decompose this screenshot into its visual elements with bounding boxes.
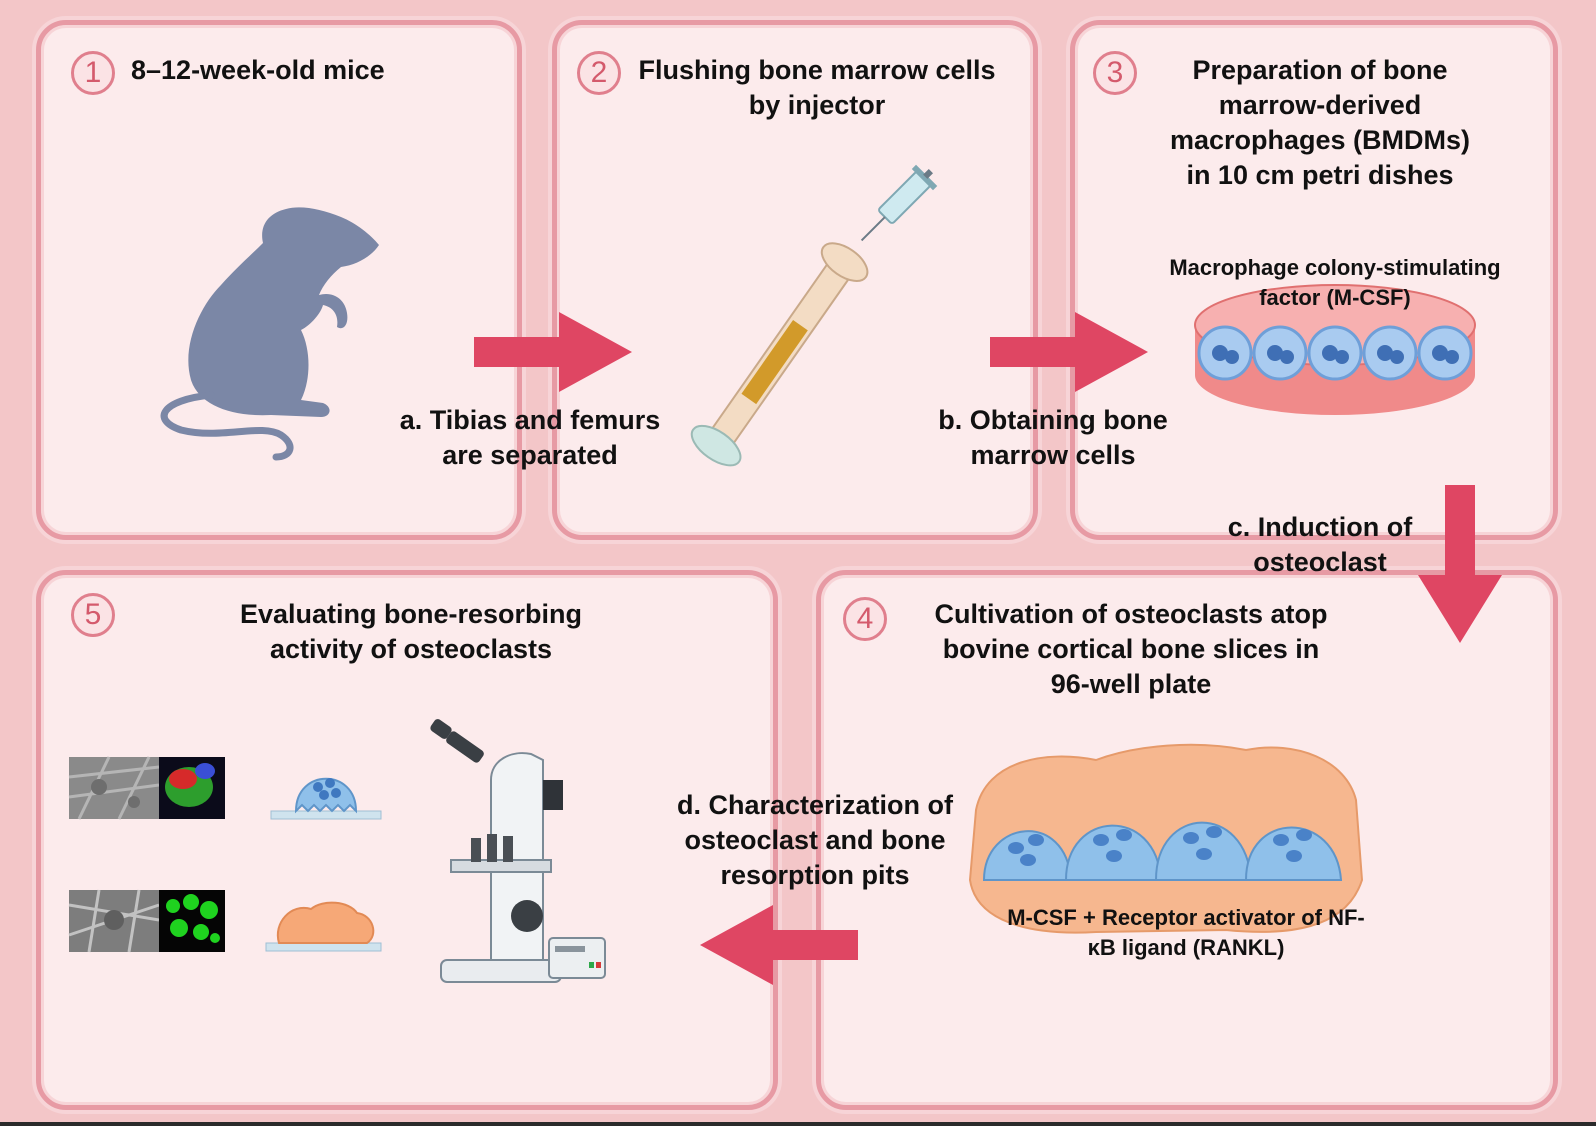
- resorption-pit-icon: [265, 901, 382, 952]
- panel-5-title: Evaluating bone-resorbing activity of os…: [239, 599, 583, 664]
- bone-slice-icon: [968, 743, 1364, 934]
- step-number-4: 4: [843, 597, 887, 641]
- step-c-label: c. Induction of osteoclast: [1227, 512, 1413, 577]
- sem-image-icon: [68, 756, 160, 820]
- panel-4-title: Cultivation of osteoclasts atop bovine c…: [934, 599, 1328, 699]
- step-d-label: d. Characterization of osteoclast and bo…: [676, 790, 954, 890]
- panel-3-title: Preparation of bone marrow-derived macro…: [1169, 55, 1471, 190]
- arrow-d: [700, 905, 858, 985]
- mouse-icon: [160, 207, 379, 461]
- step-number-1: 1: [71, 51, 115, 95]
- mcsf-label: Macrophage colony-stimulating factor (M-…: [1169, 255, 1501, 310]
- step-a-label: a. Tibias and femurs are separated: [399, 405, 661, 470]
- arrow-c: [1418, 485, 1502, 643]
- syringe-icon: [860, 164, 938, 242]
- fluorescence-image-icon: [159, 757, 225, 819]
- panel-1-title: 8–12-week-old mice: [131, 55, 385, 85]
- step-b-label: b. Obtaining bone marrow cells: [938, 405, 1168, 470]
- osteoclast-icon: [270, 777, 382, 820]
- panel-evaluation: 5 Evaluating bone-resorbing activity of …: [36, 570, 778, 1110]
- step-number-5: 5: [71, 593, 115, 637]
- panel-mice: 1 8–12-week-old mice: [36, 20, 522, 540]
- sem-image-icon: [68, 889, 160, 953]
- fluorescence-image-icon: [159, 890, 225, 952]
- panel-cultivation: 4 Cultivation of osteoclasts atop bovine…: [816, 570, 1558, 1110]
- step-number-3: 3: [1093, 51, 1137, 95]
- arrow-b: [990, 312, 1148, 392]
- panel-2-title: Flushing bone marrow cells by injector: [638, 55, 996, 120]
- macrophage-cells: [1197, 325, 1473, 381]
- bottom-border: [0, 1122, 1596, 1126]
- panel-flushing: 2 Flushing bone marrow cells by injector: [552, 20, 1038, 540]
- step-number-2: 2: [577, 51, 621, 95]
- panel-bmdm: 3 Preparation of bone marrow-derived mac…: [1070, 20, 1558, 540]
- rankl-label: M-CSF + Receptor activator of NF-κB liga…: [1007, 905, 1365, 960]
- petri-dish-icon: [1194, 284, 1476, 415]
- bone-icon: [690, 242, 869, 467]
- arrow-a: [474, 312, 632, 392]
- microscope-icon: [430, 719, 606, 983]
